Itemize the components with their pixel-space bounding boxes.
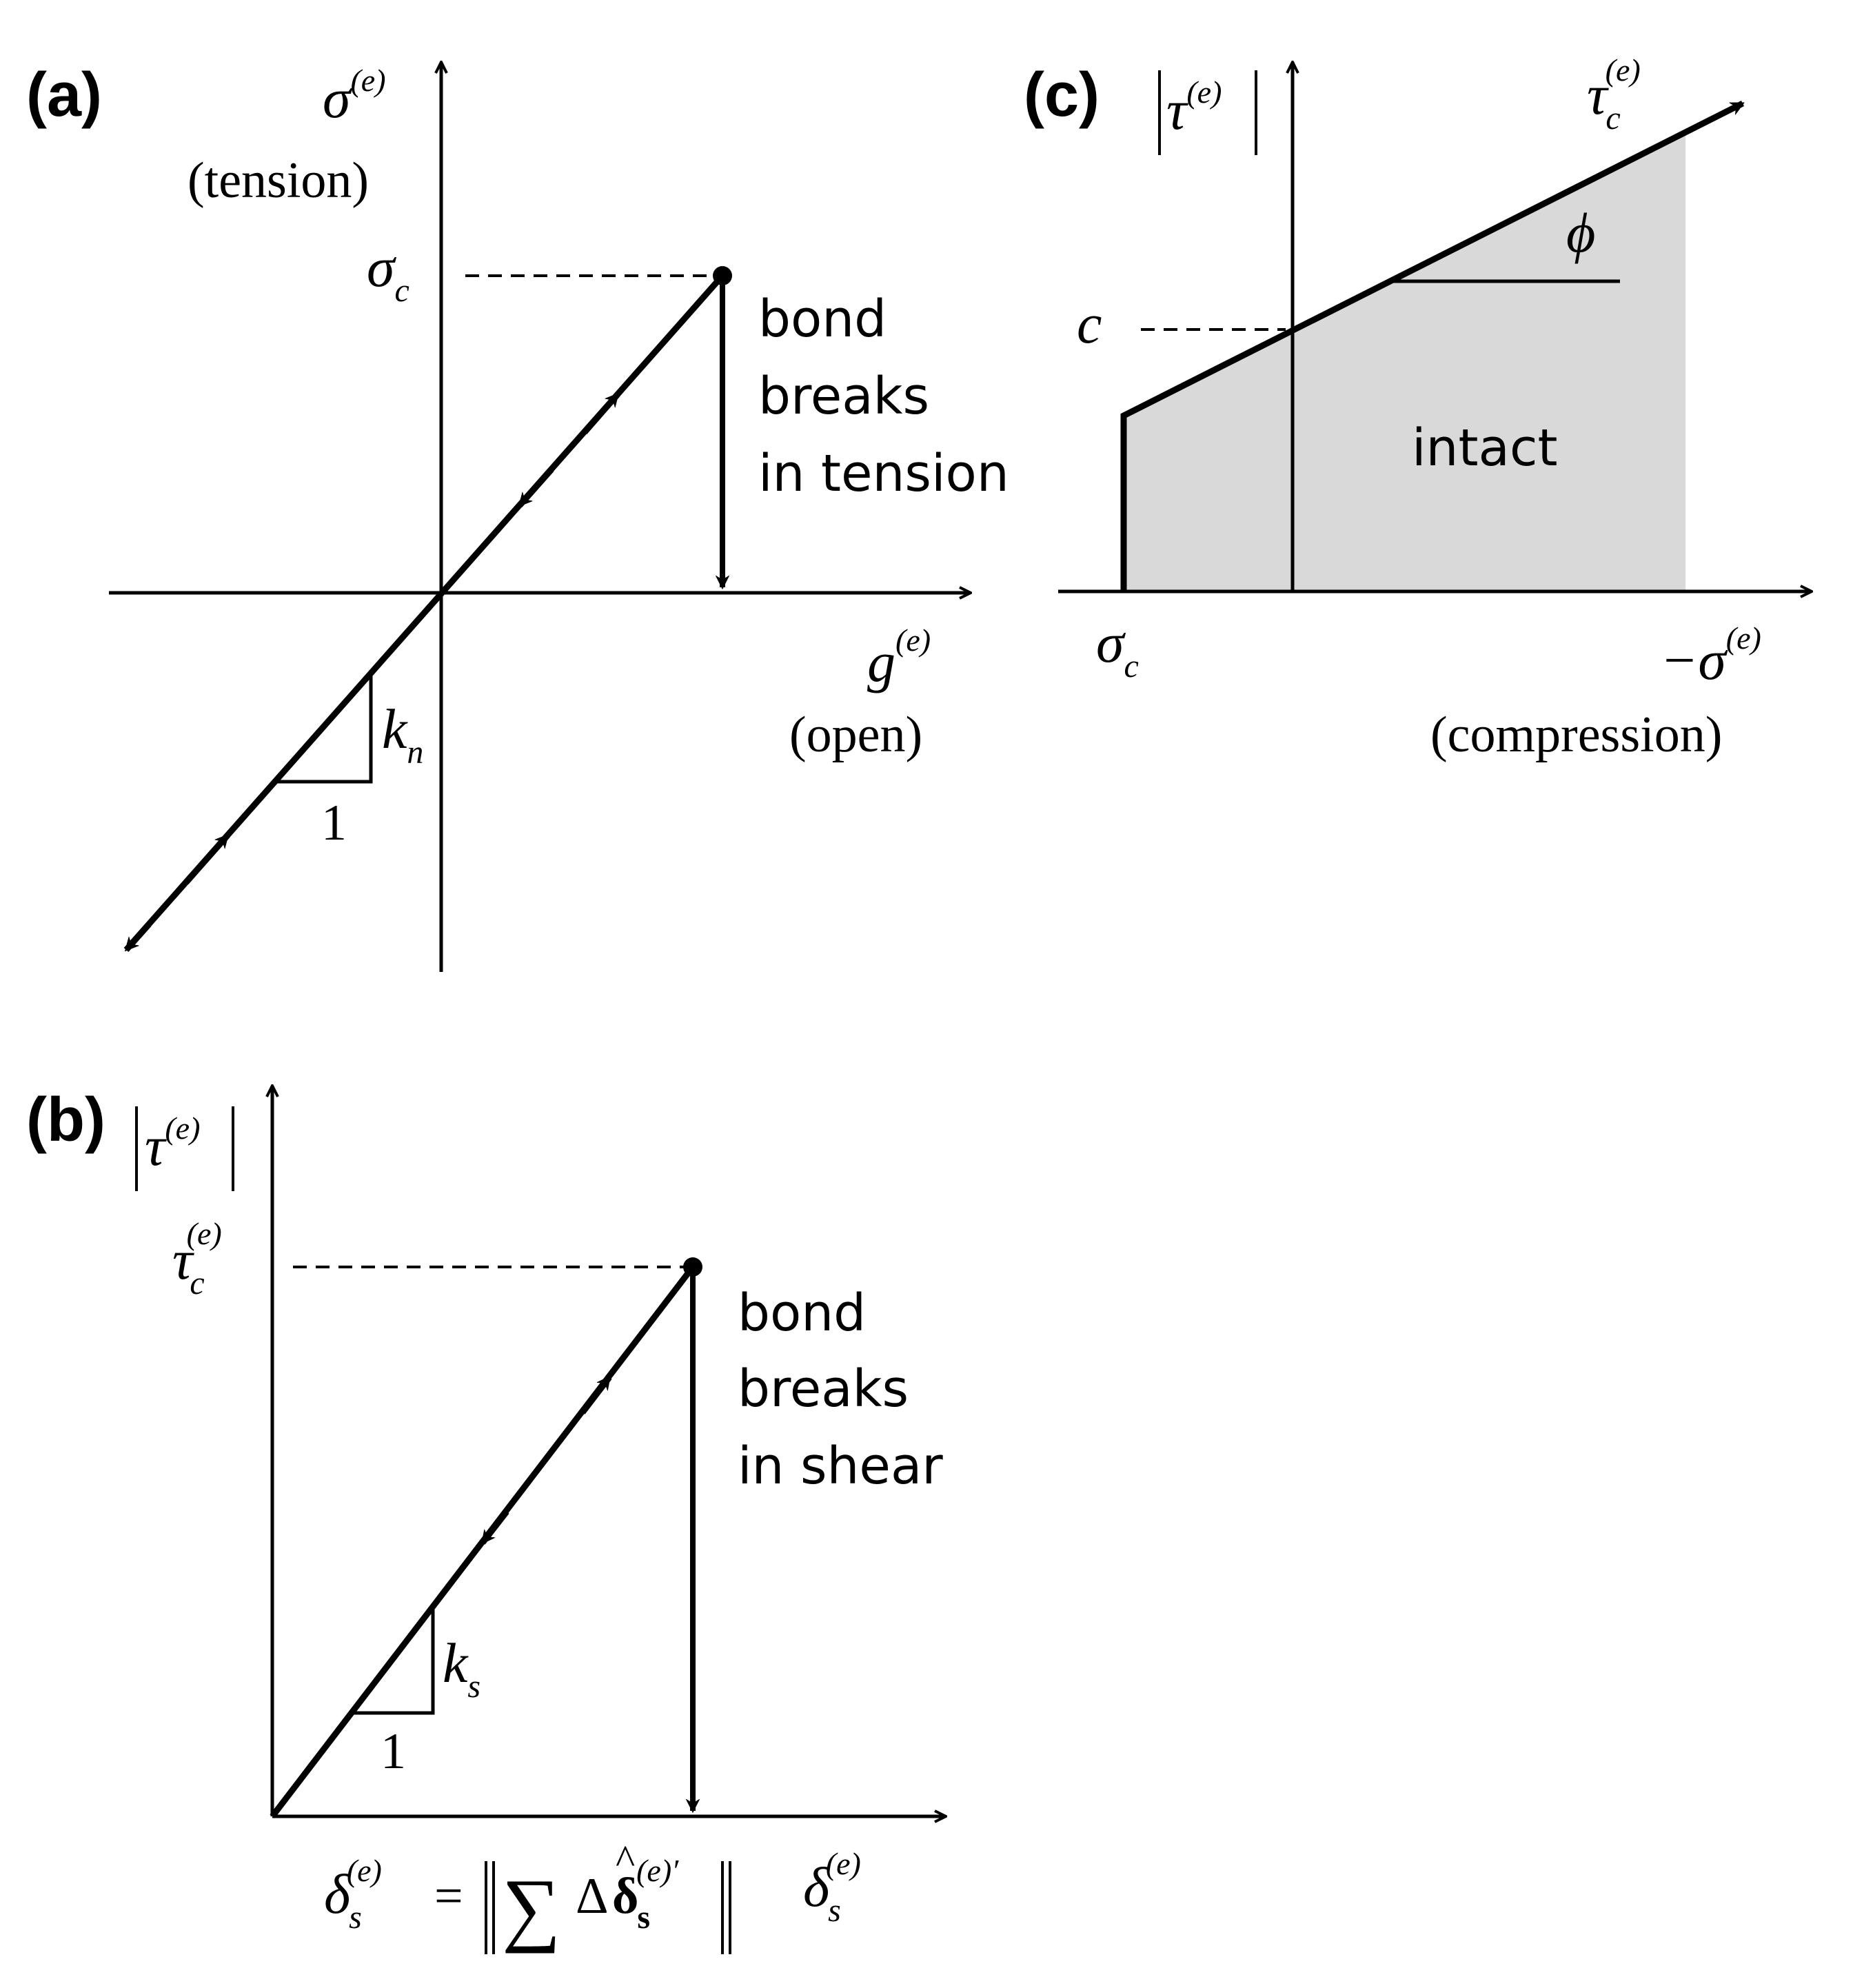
panel-a-arrow-down-left — [123, 922, 152, 952]
panel-b-arrow-up — [580, 1375, 612, 1414]
panel-c-tag: (c) — [1024, 61, 1100, 130]
panel-c-cohesion-label: c — [1077, 292, 1102, 355]
panel-c-envelope-label: τc(e) — [1587, 52, 1641, 136]
panel-b-formula-equals: = — [434, 1868, 463, 1925]
panel-a-yield-level-label: σc — [367, 236, 409, 309]
panel-b: (b) τ(e) τc(e) bond breaks in shear — [26, 1086, 946, 1954]
panel-c-region-label: intact — [1412, 418, 1558, 478]
panel-c-x-label: −σ(e) — [1660, 620, 1761, 691]
panel-b-annotation: bond breaks in shear — [738, 1284, 943, 1496]
panel-c-x-origin-label: σc — [1096, 611, 1139, 684]
panel-c-failure-envelope — [1120, 100, 1743, 591]
panel-c-friction-label: ϕ — [1566, 201, 1595, 264]
panel-b-tag: (b) — [26, 1086, 105, 1155]
panel-a-stiffness-triangle — [274, 672, 373, 784]
panel-a-arrow-up-lower — [183, 833, 230, 884]
panel-a-unit-run: 1 — [321, 795, 347, 851]
panel-c-intact-region — [1124, 132, 1685, 591]
panel-a-stiffness-label: kn — [382, 698, 423, 771]
panel-b-unit-run: 1 — [381, 1723, 406, 1780]
panel-c: (c) τ(e) τc(e) ϕ c intact σc −σ(e) — [1024, 52, 1812, 763]
panel-b-formula-sum: ∑ — [502, 1862, 561, 1954]
panel-a-arrow-up-mid — [582, 392, 620, 434]
panel-a-annotation: bond breaks in tension — [758, 290, 1009, 503]
panel-b-formula-hat: ^ — [616, 1837, 635, 1883]
panel-b-formula-vector: δs(e)′ — [612, 1853, 679, 1936]
panel-a-y-caption: (tension) — [188, 152, 369, 209]
panel-b-stiffness-label: ks — [443, 1632, 480, 1705]
panel-a-y-label: σ(e) — [323, 63, 386, 130]
panel-a-arrow-down-mid — [517, 467, 554, 507]
panel-a-tag: (a) — [26, 61, 102, 130]
panel-a: (a) σ(e) (tension) σc bond breaks in ten… — [26, 61, 1009, 972]
panel-c-x-caption: (compression) — [1430, 707, 1722, 763]
panel-b-formula: δs(e) = ∑ Δ ^ δs(e)′ — [324, 1837, 731, 1954]
panel-a-x-label: g(e) — [867, 622, 931, 693]
panel-c-y-label: τ(e) — [1166, 74, 1222, 141]
panel-a-x-caption: (open) — [789, 707, 922, 763]
panel-b-x-label: δs(e) — [803, 1846, 861, 1929]
panel-b-yield-level-label: τc(e) — [172, 1216, 222, 1301]
panel-b-stiffness-triangle — [352, 1606, 435, 1715]
panel-b-y-label: τ(e) — [145, 1110, 200, 1177]
panel-b-arrow-down — [480, 1510, 509, 1545]
panel-b-formula-delta: Δ — [576, 1868, 609, 1925]
panel-b-formula-lhs: δs(e) — [324, 1853, 382, 1936]
panel-a-loading-line — [128, 274, 725, 946]
